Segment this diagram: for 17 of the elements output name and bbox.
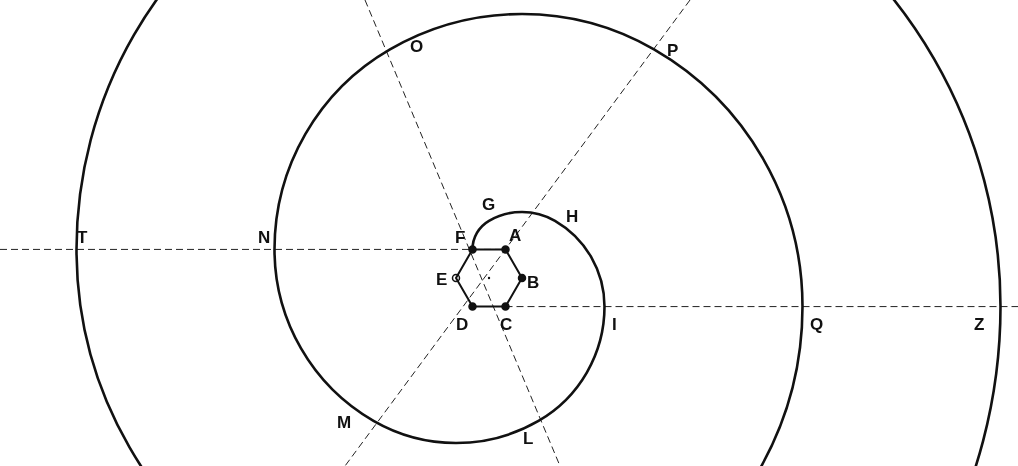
point-label: N: [258, 229, 271, 246]
point-label: M: [337, 414, 352, 431]
point-label: B: [527, 274, 540, 291]
point-label: A: [509, 227, 522, 244]
point-label: H: [566, 208, 579, 225]
point-label: L: [523, 430, 534, 447]
point-label: I: [612, 316, 617, 333]
point-label: G: [482, 196, 496, 213]
point-label: C: [500, 316, 513, 333]
point-label: Q: [810, 316, 824, 333]
point-label: D: [456, 316, 469, 333]
point-label: F: [455, 229, 466, 246]
point-label: Z: [974, 316, 985, 333]
point-label: O: [410, 38, 424, 55]
point-label: E: [436, 271, 448, 288]
point-label: T: [77, 229, 88, 246]
point-label: P: [667, 42, 679, 59]
